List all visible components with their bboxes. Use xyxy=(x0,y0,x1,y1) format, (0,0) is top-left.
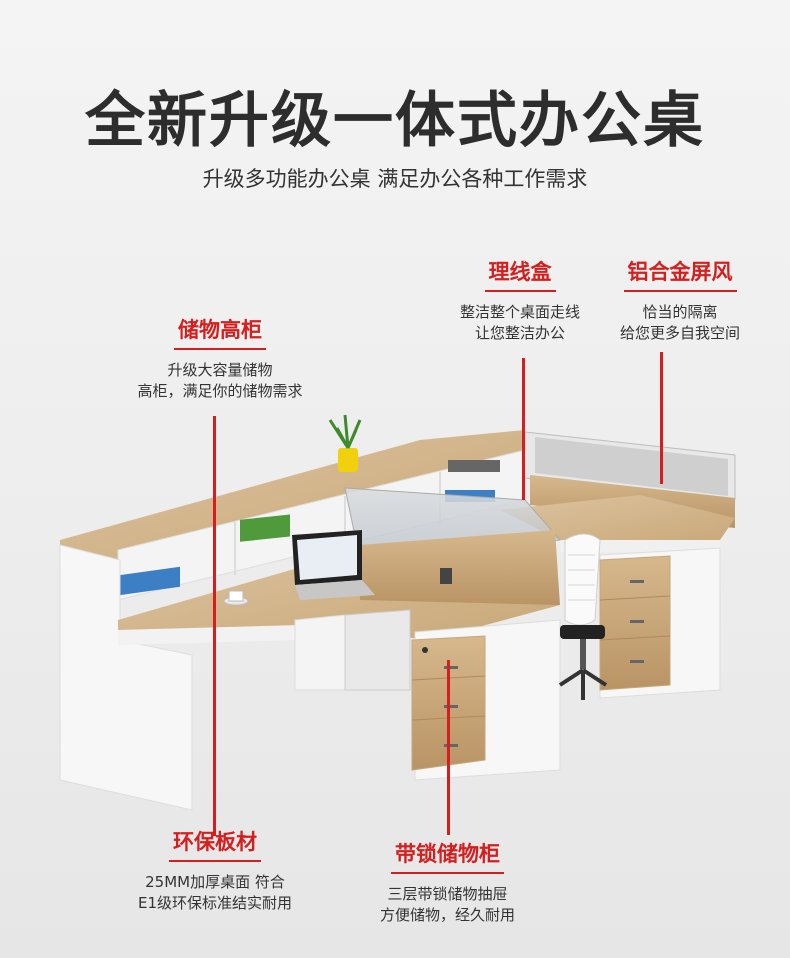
feature-description: 三层带锁储物抽屉 方便储物，经久耐用 xyxy=(350,884,545,926)
feature-cable-box: 理线盒 整洁整个桌面走线 让您整洁办公 xyxy=(430,256,610,344)
feature-desc-line: 给您更多自我空间 xyxy=(619,324,740,342)
feature-title: 带锁储物柜 xyxy=(391,838,504,874)
feature-desc-line: E1级环保标准结实耐用 xyxy=(137,894,293,912)
feature-desc-line: 升级大容量储物 xyxy=(167,361,273,379)
feature-desc-line: 让您整洁办公 xyxy=(474,324,565,342)
feature-title: 储物高柜 xyxy=(174,314,266,350)
feature-lock-cabinet: 带锁储物柜 三层带锁储物抽屉 方便储物，经久耐用 xyxy=(350,838,545,926)
lock-drawer-unit xyxy=(411,619,561,781)
page-title: 全新升级一体式办公桌 xyxy=(85,86,705,156)
feature-title: 环保板材 xyxy=(169,826,261,862)
feature-eco-board: 环保板材 25MM加厚桌面 符合 E1级环保标准结实耐用 xyxy=(105,826,325,914)
feature-title: 铝合金屏风 xyxy=(623,256,737,292)
feature-desc-line: 三层带锁储物抽屉 xyxy=(387,885,508,903)
feature-description: 恰当的隔离 给您更多自我空间 xyxy=(595,302,765,344)
feature-storage-cabinet: 储物高柜 升级大容量储物 高柜，满足你的储物需求 xyxy=(100,314,340,402)
leader-line-storage xyxy=(213,416,216,836)
leader-line-lock xyxy=(447,660,450,835)
feature-desc-line: 25MM加厚桌面 符合 xyxy=(145,873,285,891)
feature-description: 25MM加厚桌面 符合 E1级环保标准结实耐用 xyxy=(105,872,325,914)
laptop xyxy=(292,530,375,600)
feature-desc-line: 恰当的隔离 xyxy=(642,303,718,321)
page-subtitle: 升级多功能办公桌 满足办公各种工作需求 xyxy=(202,167,588,191)
feature-description: 升级大容量储物 高柜，满足你的储物需求 xyxy=(100,360,340,402)
leader-line-screen xyxy=(660,352,663,484)
feature-aluminum-screen: 铝合金屏风 恰当的隔离 给您更多自我空间 xyxy=(595,256,765,344)
feature-title: 理线盒 xyxy=(484,256,556,292)
office-chair xyxy=(558,533,608,700)
storage-cabinet xyxy=(59,414,526,811)
leader-line-cable xyxy=(522,358,525,500)
feature-desc-line: 高柜，满足你的储物需求 xyxy=(137,382,303,400)
feature-description: 整洁整个桌面走线 让您整洁办公 xyxy=(430,302,610,344)
feature-desc-line: 整洁整个桌面走线 xyxy=(459,303,580,321)
feature-desc-line: 方便储物，经久耐用 xyxy=(379,906,515,924)
